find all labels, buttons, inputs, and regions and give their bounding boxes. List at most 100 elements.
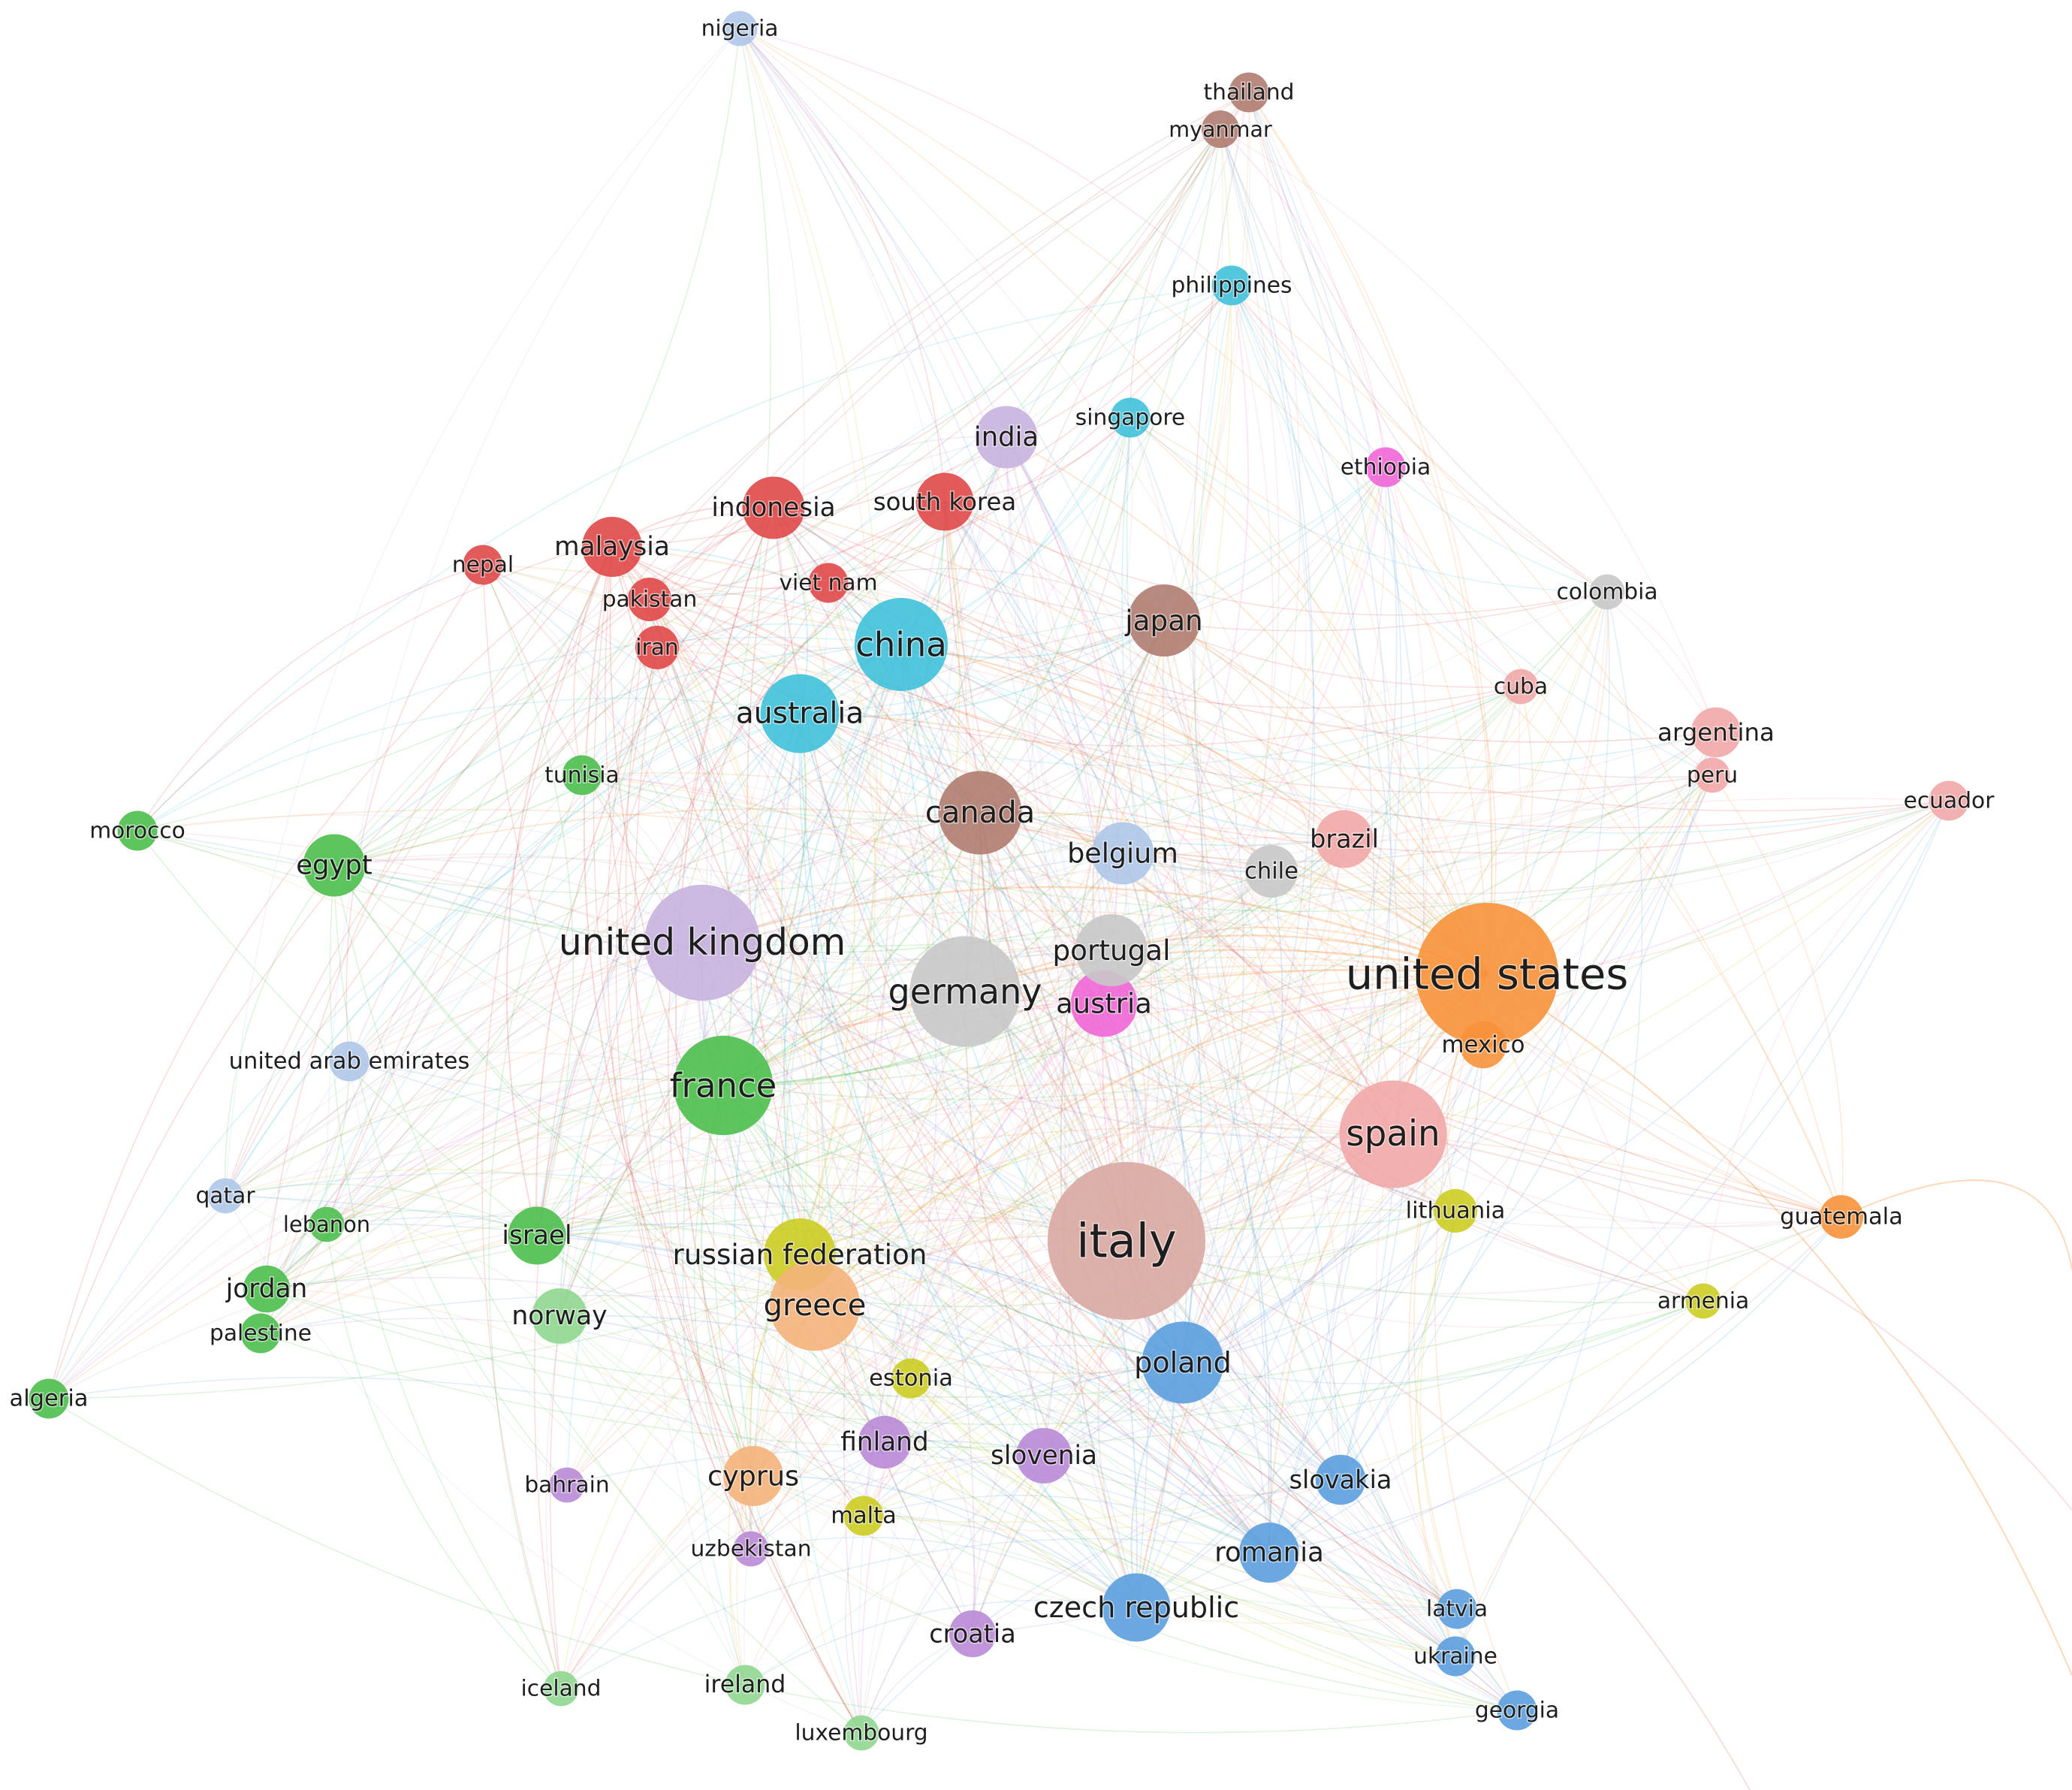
node-palestine[interactable] bbox=[240, 1313, 281, 1354]
link-spain-luxembourg bbox=[861, 1133, 1394, 1734]
node-lebanon[interactable] bbox=[309, 1206, 345, 1242]
node-cyprus[interactable] bbox=[723, 1446, 783, 1506]
node-ukraine[interactable] bbox=[1435, 1636, 1476, 1677]
node-latvia[interactable] bbox=[1437, 1589, 1477, 1629]
node-nepal[interactable] bbox=[463, 545, 503, 585]
label-armenia: armenia bbox=[1657, 1288, 1749, 1315]
node-france[interactable] bbox=[673, 1035, 774, 1136]
link-russian-federation-latvia bbox=[799, 1254, 1458, 1610]
node-portugal[interactable] bbox=[1075, 914, 1148, 986]
node-argentina[interactable] bbox=[1690, 707, 1742, 758]
node-philippines[interactable] bbox=[1211, 265, 1252, 306]
link-spain-belgium bbox=[1122, 853, 1394, 1135]
node-ireland[interactable] bbox=[725, 1665, 765, 1705]
node-georgia[interactable] bbox=[1497, 1690, 1537, 1731]
link-china-romania bbox=[900, 644, 1270, 1553]
node-luxembourg[interactable] bbox=[843, 1715, 879, 1751]
node-iceland[interactable] bbox=[543, 1671, 579, 1707]
node-singapore[interactable] bbox=[1110, 397, 1151, 438]
link-chile-uzbekistan bbox=[750, 871, 1272, 1550]
node-japan[interactable] bbox=[1128, 584, 1200, 657]
node-slovakia[interactable] bbox=[1315, 1454, 1366, 1505]
link-philippines-uzbekistan bbox=[750, 285, 1232, 1550]
node-austria[interactable] bbox=[1070, 970, 1138, 1037]
node-croatia[interactable] bbox=[949, 1610, 997, 1658]
node-myanmar[interactable] bbox=[1202, 110, 1239, 148]
link-united-states-ecuador bbox=[1486, 800, 1950, 975]
node-united-states[interactable] bbox=[1416, 903, 1558, 1046]
node-viet-nam[interactable] bbox=[808, 563, 849, 603]
link-jordan-iran bbox=[266, 647, 658, 1290]
node-poland[interactable] bbox=[1142, 1321, 1224, 1404]
node-estonia[interactable] bbox=[891, 1358, 931, 1399]
node-malaysia[interactable] bbox=[582, 517, 642, 577]
node-colombia[interactable] bbox=[1589, 574, 1625, 610]
link-spain-ireland bbox=[744, 1133, 1394, 1686]
node-tunisia[interactable] bbox=[562, 755, 602, 795]
node-lithuania[interactable] bbox=[1434, 1189, 1477, 1233]
node-malta[interactable] bbox=[843, 1496, 884, 1536]
node-chile[interactable] bbox=[1244, 844, 1298, 898]
link-myanmar-colombia bbox=[1220, 128, 1608, 593]
link-russian-federation-peru bbox=[799, 774, 1713, 1255]
node-slovenia[interactable] bbox=[1016, 1428, 1072, 1484]
link-finland-nepal bbox=[482, 564, 885, 1443]
link-austria-estonia bbox=[910, 1003, 1105, 1379]
link-united-states-australia bbox=[798, 712, 1488, 976]
node-bahrain[interactable] bbox=[549, 1467, 585, 1503]
link-norway-armenia bbox=[559, 1300, 1704, 1412]
node-uzbekistan[interactable] bbox=[733, 1531, 769, 1567]
link-jordan-armenia bbox=[266, 1288, 1704, 1425]
node-jordan[interactable] bbox=[243, 1265, 291, 1313]
node-australia[interactable] bbox=[760, 674, 840, 753]
node-czech-republic[interactable] bbox=[1102, 1573, 1171, 1642]
node-nigeria[interactable] bbox=[722, 11, 758, 47]
node-norway[interactable] bbox=[532, 1288, 587, 1344]
node-iran[interactable] bbox=[635, 626, 679, 669]
node-romania[interactable] bbox=[1239, 1523, 1299, 1583]
node-pakistan[interactable] bbox=[628, 578, 671, 621]
node-finland[interactable] bbox=[858, 1415, 912, 1469]
node-united-arab-emirates[interactable] bbox=[329, 1041, 369, 1082]
link-lithuania-ukraine bbox=[1414, 1210, 1456, 1657]
label-lithuania: lithuania bbox=[1406, 1198, 1506, 1224]
node-greece[interactable] bbox=[769, 1260, 861, 1351]
link-malaysia-palestine bbox=[260, 546, 613, 1334]
node-germany[interactable] bbox=[909, 936, 1021, 1047]
node-armenia[interactable] bbox=[1685, 1283, 1721, 1319]
node-spain[interactable] bbox=[1339, 1080, 1447, 1188]
label-china: china bbox=[855, 625, 947, 665]
node-algeria[interactable] bbox=[29, 1378, 69, 1419]
node-canada[interactable] bbox=[938, 771, 1022, 855]
node-italy[interactable] bbox=[1048, 1162, 1205, 1320]
node-ethiopia[interactable] bbox=[1365, 447, 1406, 487]
link-united-states-poland bbox=[1181, 973, 1488, 1364]
node-united-kingdom[interactable] bbox=[644, 884, 761, 1001]
link-egypt-ukraine bbox=[333, 865, 1456, 1657]
node-morocco[interactable] bbox=[117, 810, 158, 851]
node-guatemala[interactable] bbox=[1820, 1195, 1863, 1239]
node-china[interactable] bbox=[855, 598, 948, 691]
link-united-kingdom-india bbox=[701, 436, 1007, 943]
node-cuba[interactable] bbox=[1503, 669, 1539, 705]
node-belgium[interactable] bbox=[1091, 822, 1154, 885]
node-ecuador[interactable] bbox=[1929, 780, 1969, 821]
node-india[interactable] bbox=[975, 406, 1038, 469]
node-egypt[interactable] bbox=[303, 834, 366, 897]
node-thailand[interactable] bbox=[1229, 72, 1269, 113]
label-estonia: estonia bbox=[869, 1366, 953, 1392]
node-peru[interactable] bbox=[1694, 757, 1730, 793]
node-south-korea[interactable] bbox=[915, 472, 974, 531]
node-indonesia[interactable] bbox=[742, 476, 805, 539]
link-italy-jordan bbox=[266, 1185, 1127, 1290]
node-qatar[interactable] bbox=[207, 1178, 243, 1214]
node-brazil[interactable] bbox=[1315, 810, 1374, 868]
link-germany-india bbox=[964, 436, 1039, 992]
label-singapore: singapore bbox=[1075, 405, 1185, 431]
node-israel[interactable] bbox=[508, 1206, 566, 1265]
link-egypt-chile bbox=[333, 865, 1272, 954]
link-italy-nepal bbox=[482, 564, 1127, 1242]
link-china-egypt bbox=[333, 644, 902, 866]
label-uzbekistan: uzbekistan bbox=[690, 1536, 811, 1562]
link-myanmar-lebanon bbox=[326, 128, 1221, 1225]
